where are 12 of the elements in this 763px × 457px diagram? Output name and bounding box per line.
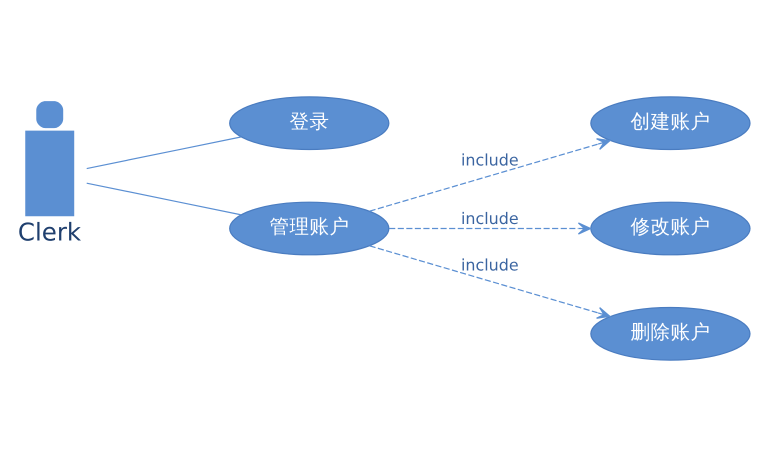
connector <box>86 136 241 170</box>
edge-label: include <box>461 150 519 170</box>
arrow <box>389 222 592 235</box>
edge-label: include <box>461 256 519 275</box>
connector <box>86 182 241 216</box>
node-ellipse: 修改账户 <box>590 202 751 256</box>
node-label: Clerk <box>18 218 82 247</box>
node-ellipse: 登录 <box>229 96 390 150</box>
arrow <box>370 245 610 319</box>
node-ellipse: 管理账户 <box>229 202 390 256</box>
edge-label: include <box>461 209 519 228</box>
arrow <box>370 138 610 212</box>
